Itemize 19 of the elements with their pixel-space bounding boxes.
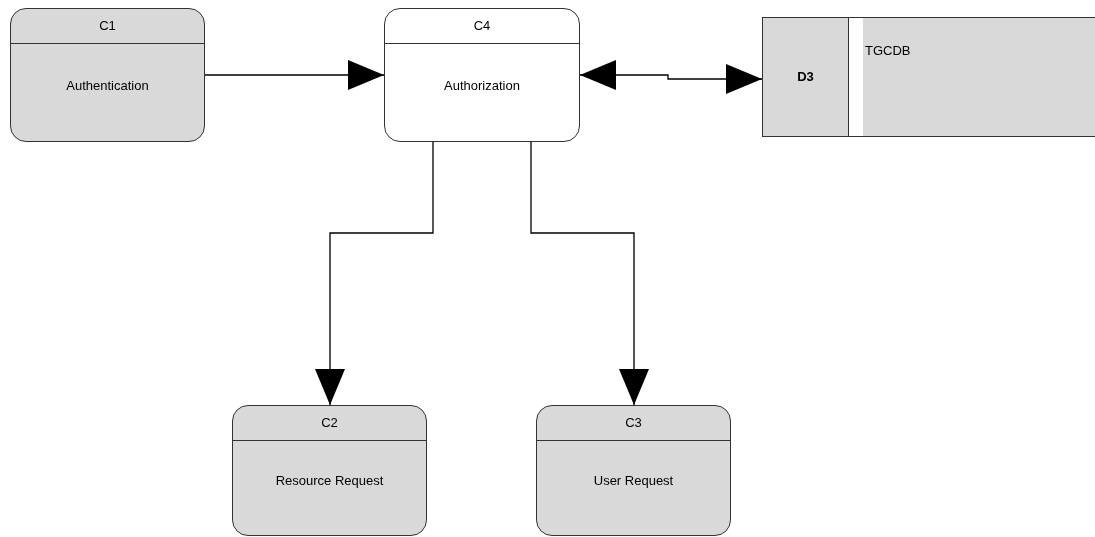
arrow bbox=[530, 141, 649, 406]
process-label: User Request bbox=[593, 472, 674, 491]
process-label: Authentication bbox=[66, 76, 149, 95]
process-box bbox=[232, 405, 427, 536]
arrow bbox=[579, 60, 763, 94]
arrow bbox=[315, 141, 434, 406]
process-id: C4 bbox=[473, 17, 491, 36]
process-id: C2 bbox=[321, 414, 338, 433]
process-box bbox=[10, 8, 205, 142]
store-id: D3 bbox=[797, 68, 814, 87]
data-store bbox=[762, 17, 1095, 137]
process-box bbox=[536, 405, 731, 536]
store-name: TGCDB bbox=[865, 43, 911, 58]
process-id: C3 bbox=[625, 414, 642, 433]
process-label: Resource Request bbox=[275, 472, 384, 491]
process-box bbox=[384, 8, 580, 142]
process-id: C1 bbox=[99, 17, 116, 36]
process-label: Authorization bbox=[444, 76, 520, 95]
arrow bbox=[204, 60, 385, 90]
